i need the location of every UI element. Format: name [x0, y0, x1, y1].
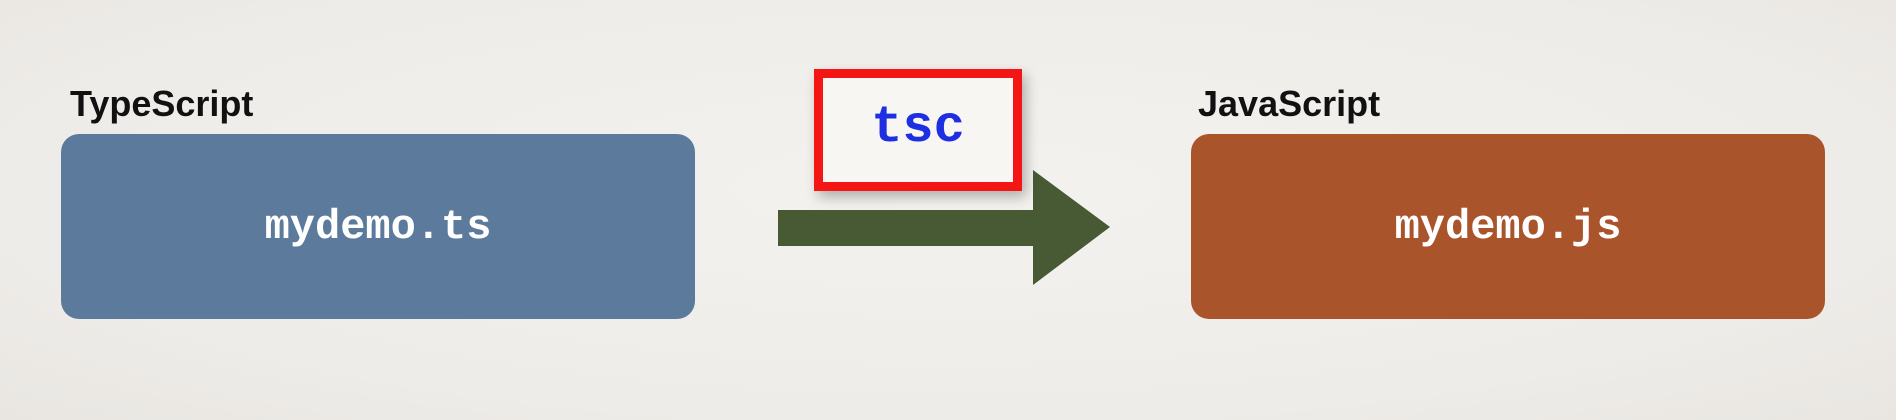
typescript-file-box: mydemo.ts: [61, 134, 695, 319]
javascript-heading: JavaScript: [1198, 83, 1381, 124]
compiler-label: tsc: [871, 97, 965, 157]
compile-arrow-shape: [778, 170, 1110, 285]
compiler-label-box: tsc: [814, 69, 1022, 191]
typescript-file-name: mydemo.ts: [264, 202, 492, 251]
typescript-heading: TypeScript: [70, 83, 254, 124]
javascript-file-box: mydemo.js: [1191, 134, 1825, 319]
javascript-file-name: mydemo.js: [1394, 202, 1622, 251]
